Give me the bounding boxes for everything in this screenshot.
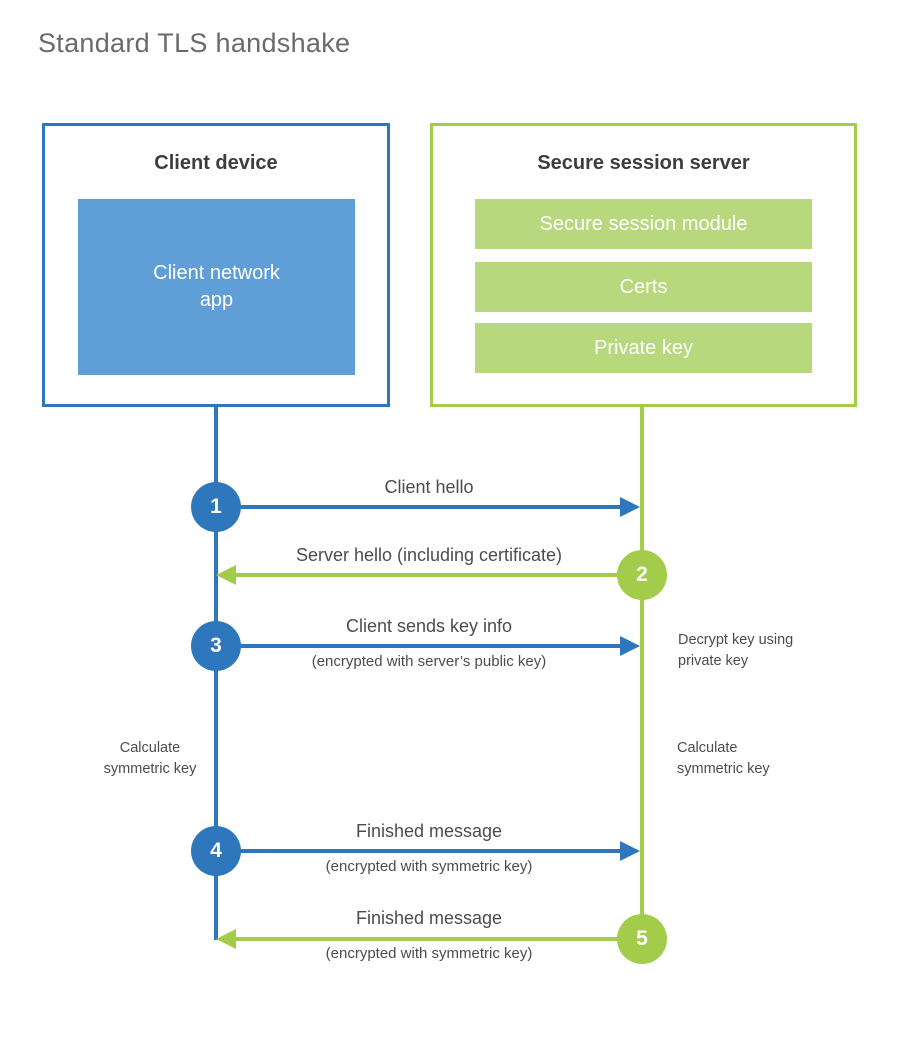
step-4-label: Finished message (355, 821, 503, 841)
step-4-arrow-line (216, 849, 620, 853)
step-4-arrowhead-icon (620, 841, 640, 861)
step-1-label: Client hello (384, 477, 474, 497)
client-lifeline (214, 407, 218, 940)
step-3-label: Client sends key info (345, 616, 513, 636)
calculate-symmetric-key-client-note: Calculate symmetric key (103, 740, 197, 778)
step-3-arrow-line (216, 644, 620, 648)
client-network-app-label: Client network app (153, 262, 280, 311)
page-title: Standard TLS handshake (38, 28, 351, 58)
server-module-certs: Certs (475, 262, 812, 312)
step-5-arrow-line (236, 937, 642, 941)
step-4-badge: 4 (191, 826, 241, 876)
server-module-secure-session: Secure session module (475, 199, 812, 249)
secure-session-server-box: Secure session server Secure session mod… (430, 123, 857, 407)
step-4-sublabel: (encrypted with symmetric key) (325, 858, 533, 875)
step-2-badge: 2 (617, 550, 667, 600)
secure-session-server-title: Secure session server (537, 152, 750, 174)
step-3-sublabel: (encrypted with server’s public key) (311, 653, 547, 670)
server-lifeline (640, 407, 644, 939)
step-3-badge: 3 (191, 621, 241, 671)
step-2-label: Server hello (including certificate) (295, 545, 563, 565)
step-5-arrowhead-icon (216, 929, 236, 949)
step-5-sublabel: (encrypted with symmetric key) (325, 945, 533, 962)
client-device-box: Client device Client network app (42, 123, 390, 407)
step-2-arrowhead-icon (216, 565, 236, 585)
client-network-app-block: Client network app (78, 199, 355, 375)
client-device-title: Client device (154, 152, 278, 174)
calculate-symmetric-key-server-note: Calculate symmetric key (677, 740, 770, 778)
step-5-label: Finished message (355, 908, 503, 928)
server-module-private-key: Private key (475, 323, 812, 373)
step-2-arrow-line (236, 573, 642, 577)
decrypt-key-note: Decrypt key using private key (678, 632, 794, 670)
step-1-badge: 1 (191, 482, 241, 532)
step-5-badge: 5 (617, 914, 667, 964)
step-3-arrowhead-icon (620, 636, 640, 656)
step-1-arrow-line (216, 505, 620, 509)
step-1-arrowhead-icon (620, 497, 640, 517)
